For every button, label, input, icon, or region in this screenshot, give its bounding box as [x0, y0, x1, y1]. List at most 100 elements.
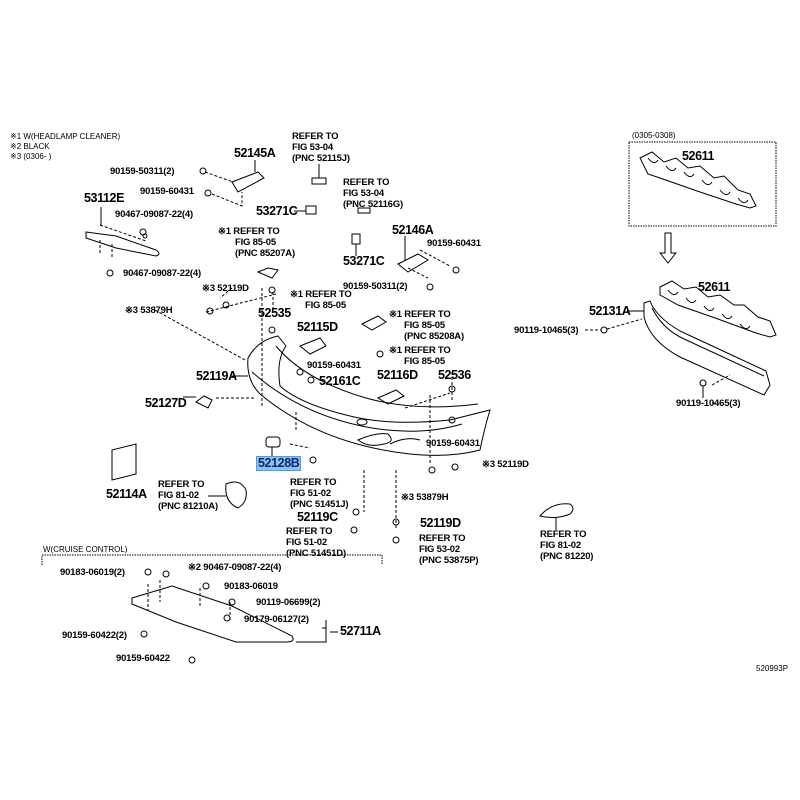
- fog-lamp-right: [539, 503, 574, 519]
- callout-52131a[interactable]: 52131A: [589, 305, 631, 318]
- part-number: 52146A: [392, 223, 434, 237]
- part-number: 52611: [698, 280, 731, 294]
- cruise-section-bracket: [41, 554, 383, 565]
- bracket-52146a: [397, 253, 429, 273]
- callout-52116d[interactable]: 52116D: [377, 369, 418, 382]
- part-number: 52161C: [319, 374, 361, 388]
- part-number: 52711A: [340, 624, 381, 638]
- callout-52119a[interactable]: 52119A: [196, 370, 237, 383]
- line: ※1 REFER TO: [389, 345, 451, 356]
- line: FIG 85-05: [235, 237, 276, 248]
- callout-90179-06127[interactable]: 90179-06127(2): [244, 614, 309, 625]
- callout-90159-50311[interactable]: 90159-50311(2): [110, 166, 174, 177]
- part-number: 52128B: [258, 456, 300, 470]
- callout-90159-60422[interactable]: 90159-60422(2): [62, 630, 127, 641]
- part-number: 52115D: [297, 320, 338, 334]
- part-number: 90159-60422: [116, 653, 170, 664]
- under-cover-53112e: [85, 231, 160, 257]
- line: (PNC 81210A): [158, 501, 218, 512]
- part-number: 90183-06019: [224, 581, 278, 592]
- bolt-markers: [142, 233, 459, 544]
- callout-52611[interactable]: 52611: [698, 281, 730, 294]
- line: ※1 REFER TO: [389, 309, 451, 320]
- callout-52119d[interactable]: 52119D: [420, 517, 461, 530]
- line: ※1 REFER TO: [218, 226, 280, 237]
- callout-90119-06699[interactable]: 90119-06699(2): [256, 597, 320, 608]
- figure-id: 520993P: [756, 664, 789, 673]
- callout-90119-10465[interactable]: 90119-10465(3): [514, 325, 578, 336]
- callout-90119-10465[interactable]: 90119-10465(3): [676, 398, 740, 409]
- callout-90159-60431[interactable]: 90159-60431: [427, 238, 481, 249]
- line: REFER TO: [419, 533, 466, 544]
- callout-53271c[interactable]: 53271C: [256, 204, 298, 218]
- line: (PNC 51451J): [290, 499, 349, 510]
- callout-53879h[interactable]: ※3 53879H: [401, 492, 449, 503]
- line: FIG 53-04: [343, 188, 384, 199]
- callout-52711a[interactable]: 52711A: [340, 625, 381, 638]
- callout-90183-06019[interactable]: 90183-06019(2): [60, 567, 125, 578]
- part-number: 52535: [258, 306, 291, 320]
- part-number: ※3 52119D: [482, 459, 529, 470]
- line: REFER TO: [343, 177, 390, 188]
- callout-90467-09087[interactable]: 90467-09087-22(4): [123, 268, 201, 279]
- under-cover-52711a: [131, 585, 294, 643]
- callout-90159-50311[interactable]: 90159-50311(2): [343, 281, 407, 292]
- part-number: 90119-10465(3): [514, 325, 579, 336]
- callout-52119c[interactable]: 52119C: [297, 511, 338, 524]
- callout-53271c[interactable]: 53271C: [343, 255, 385, 268]
- callout-52536[interactable]: 52536: [438, 369, 471, 382]
- callout-52127d[interactable]: 52127D: [145, 397, 187, 410]
- note-2: ※2 BLACK: [10, 142, 50, 151]
- part-number: 52145A: [234, 146, 276, 160]
- part-number: 90119-10465(3): [676, 398, 741, 409]
- line: (PNC 53875P): [419, 555, 479, 566]
- callout-52145a[interactable]: 52145A: [234, 146, 276, 160]
- line: (PNC 85208A): [404, 331, 464, 342]
- callout-90467-09087[interactable]: 90467-09087-22(4): [115, 209, 193, 220]
- note-1: ※1 W(HEADLAMP CLEANER): [10, 132, 121, 141]
- callout-52128b-highlighted[interactable]: 52128B: [256, 456, 302, 471]
- line: (PNC 52116G): [343, 199, 403, 210]
- line: ※1 REFER TO: [290, 289, 352, 300]
- callout-90159-60431[interactable]: 90159-60431: [307, 360, 361, 371]
- callout-90467-09087[interactable]: ※2 90467-09087-22(4): [188, 562, 281, 573]
- part-number: 90119-06699(2): [256, 597, 321, 608]
- line: FIG 85-05: [404, 320, 445, 331]
- line: (PNC 52115J): [292, 153, 350, 164]
- callout-52114a[interactable]: 52114A: [106, 488, 147, 501]
- part-number: 53271C: [256, 204, 298, 218]
- line: REFER TO: [540, 529, 587, 540]
- line: FIG 51-02: [286, 537, 327, 548]
- line: FIG 53-02: [419, 544, 460, 555]
- callout-53112e[interactable]: 53112E: [84, 192, 124, 205]
- absorber-inset: [639, 151, 757, 209]
- part-number: ※2 90467-09087-22(4): [188, 562, 282, 573]
- callout-90183-06019[interactable]: 90183-06019: [224, 581, 278, 592]
- callout-52115d[interactable]: 52115D: [297, 321, 338, 334]
- callout-90159-60422[interactable]: 90159-60422: [116, 653, 170, 664]
- down-arrow-icon: [658, 232, 678, 264]
- callout-52161c[interactable]: 52161C: [319, 374, 361, 388]
- part-number: 90159-60431: [307, 360, 361, 371]
- callout-52119d[interactable]: ※3 52119D: [202, 283, 249, 294]
- callout-53879h[interactable]: ※3 53879H: [125, 305, 173, 316]
- callout-90159-60431[interactable]: 90159-60431: [140, 186, 194, 197]
- inset-box: [628, 141, 777, 227]
- callout-52611-inset[interactable]: 52611: [682, 150, 714, 163]
- callout-52119d[interactable]: ※3 52119D: [482, 459, 529, 470]
- callout-52146a[interactable]: 52146A: [392, 223, 434, 237]
- callout-90159-60431[interactable]: 90159-60431: [426, 438, 480, 449]
- callout-52535[interactable]: 52535: [258, 307, 291, 320]
- part-number: 90183-06019(2): [60, 567, 125, 578]
